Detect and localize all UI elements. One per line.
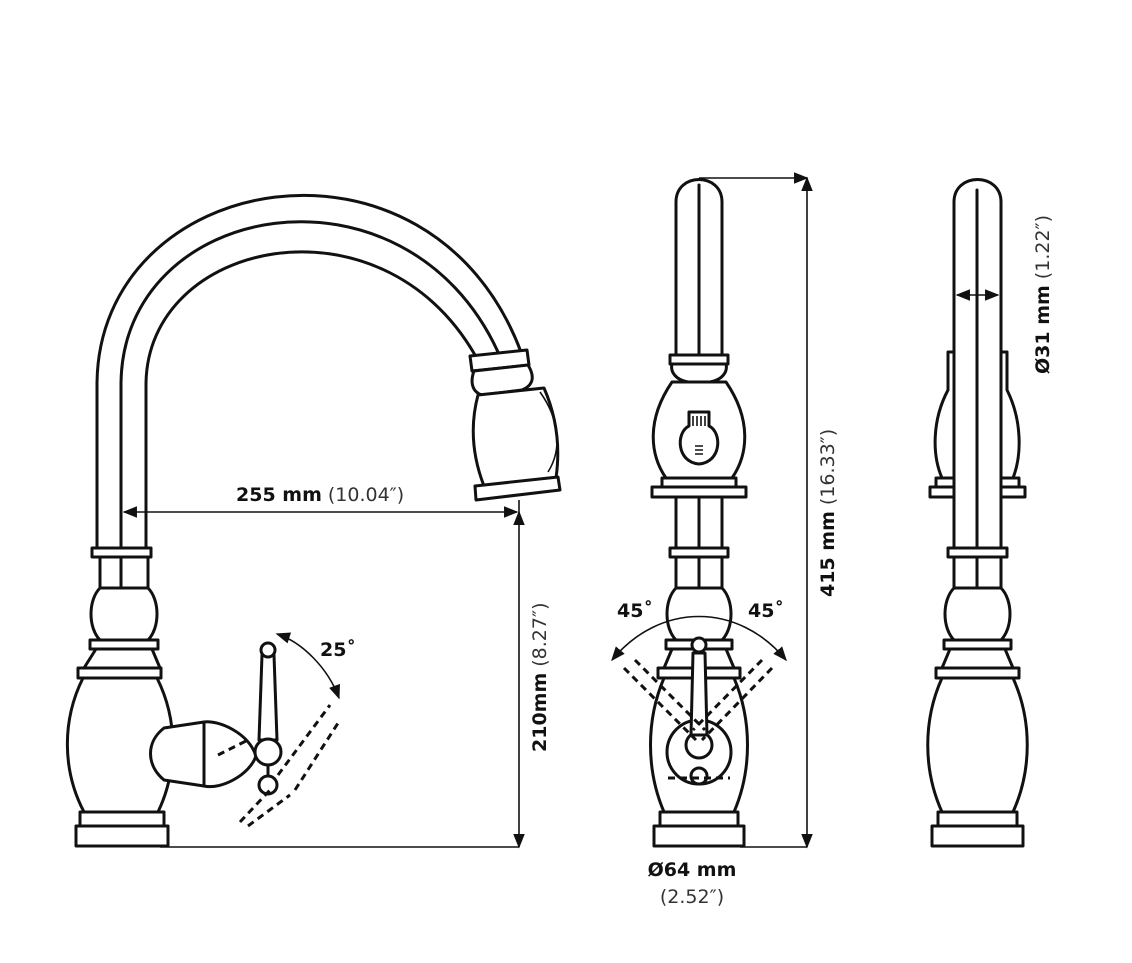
base-diameter-imperial-label: (2.52″) xyxy=(660,886,724,908)
handle-lever xyxy=(253,641,283,796)
front-view xyxy=(611,172,813,849)
side-view xyxy=(65,193,562,849)
handle-rotation-outline xyxy=(622,658,774,780)
spray-button-icon xyxy=(678,410,720,466)
spout-mid-curve xyxy=(119,220,500,550)
tilt-angle-arc xyxy=(275,632,340,700)
spray-head-back xyxy=(933,350,956,480)
spout-tube-back xyxy=(952,178,1003,557)
spout-inner-curve xyxy=(144,250,477,550)
spout-diameter-label: Ø31 mm(1.22″) xyxy=(1032,215,1054,374)
handle-tilted-outline xyxy=(217,704,342,828)
faucet-body-back xyxy=(926,676,1029,814)
base-diameter-label: Ø64 mm xyxy=(648,859,737,881)
handle-tilt-label: 25˚ xyxy=(320,638,356,661)
neck-bulb xyxy=(89,586,159,642)
total-height-label: 415 mm(16.33″) xyxy=(817,429,839,597)
spout-reach-label: 255 mm(10.04″) xyxy=(236,484,404,506)
rotation-angle-arc xyxy=(611,615,787,662)
rotation-right-label: 45˚ xyxy=(748,599,784,622)
spout-outer-curve xyxy=(95,193,523,550)
spray-head xyxy=(468,348,562,502)
rotation-left-label: 45˚ xyxy=(617,599,653,622)
spout-height-label: 210mm(8.27″) xyxy=(529,603,551,753)
back-view xyxy=(926,178,1029,848)
spout-tube-front xyxy=(674,178,724,357)
handle-boss xyxy=(149,720,206,788)
